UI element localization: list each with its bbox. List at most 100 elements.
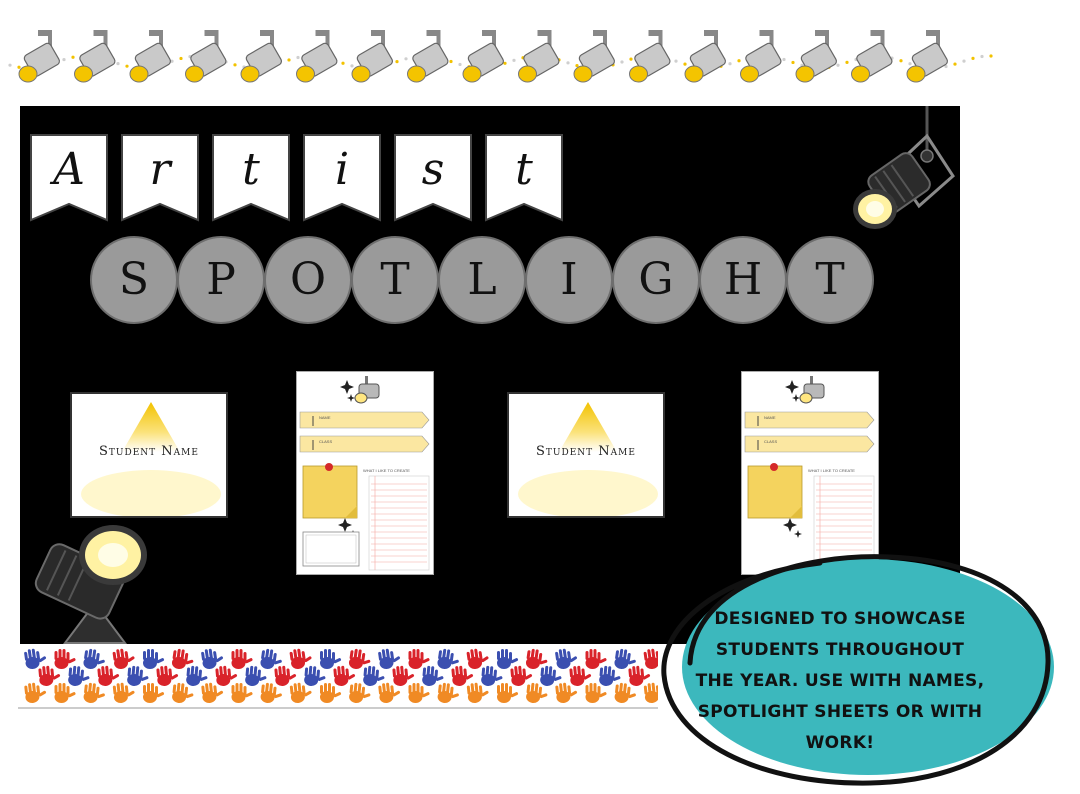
handprint-icon bbox=[260, 648, 282, 669]
handprint-icon bbox=[525, 648, 548, 669]
spotlight-beam-icon bbox=[518, 402, 658, 516]
sheet-field-name: NAME bbox=[319, 415, 331, 420]
handprint-icon bbox=[54, 649, 76, 669]
stage-light-icon bbox=[629, 30, 671, 83]
pennant-letter: r bbox=[149, 144, 171, 195]
pushpin-icon bbox=[770, 463, 778, 471]
stage-light-icon bbox=[518, 30, 560, 83]
handprint-icon bbox=[599, 665, 621, 686]
handprint-icon bbox=[643, 682, 658, 703]
student-name-label: Student Name bbox=[536, 444, 636, 459]
sheet-field-name: NAME bbox=[764, 415, 776, 420]
handprint-icon bbox=[540, 665, 562, 686]
spotlight-circle: P bbox=[177, 236, 265, 324]
spotlight-circle: T bbox=[786, 236, 874, 324]
handprint-icon bbox=[333, 665, 356, 686]
handprint-icon bbox=[363, 665, 385, 686]
handprint-icon bbox=[569, 665, 592, 686]
pennant: r bbox=[121, 134, 199, 222]
stage-lights-strip bbox=[8, 30, 993, 83]
handprint-icon bbox=[143, 683, 165, 703]
hanging-spotlight-icon bbox=[853, 106, 955, 229]
handprint-icon bbox=[201, 648, 223, 669]
handprint-icon bbox=[555, 682, 578, 703]
handprint-icon bbox=[408, 683, 430, 703]
stage-light-icon bbox=[18, 30, 60, 83]
handprint-icon bbox=[127, 665, 149, 686]
stage-light-icon bbox=[851, 30, 893, 83]
handprint-icon bbox=[24, 682, 47, 703]
handprint-icon bbox=[408, 649, 430, 669]
handprint-icon bbox=[112, 682, 135, 703]
stage-light-icon bbox=[799, 376, 825, 404]
stage-light-icon bbox=[462, 30, 504, 83]
spotlight-circle: I bbox=[525, 236, 613, 324]
pennant-letter: i bbox=[334, 144, 350, 195]
stage-light-icon bbox=[684, 30, 726, 83]
handprint-icon bbox=[555, 648, 577, 669]
handprint-icon bbox=[83, 648, 105, 669]
handprint-icon bbox=[24, 648, 46, 669]
stage-light-icon bbox=[573, 30, 615, 83]
border-divider bbox=[18, 707, 658, 709]
handprint-icon bbox=[171, 648, 194, 669]
pennant-letter: t bbox=[515, 144, 533, 195]
handprint-icon bbox=[83, 682, 105, 703]
spotlight-beam-icon bbox=[81, 402, 221, 516]
handprint-icon bbox=[437, 648, 459, 669]
callout-bubble bbox=[661, 554, 1054, 786]
handprint-icon bbox=[320, 683, 342, 703]
circle-letter: I bbox=[560, 254, 578, 305]
stage-light-icon bbox=[354, 376, 380, 404]
spotlight-sheet: NAME CLASS WHAT I LIKE TO CREATE bbox=[296, 371, 434, 575]
handprint-icon bbox=[437, 682, 459, 703]
handprint-border bbox=[24, 648, 658, 703]
handprint-icon bbox=[97, 665, 120, 686]
stage-light-icon bbox=[296, 30, 338, 83]
handprint-icon bbox=[231, 649, 253, 669]
circle-letter: T bbox=[815, 254, 845, 305]
stage-light-icon bbox=[240, 30, 282, 83]
stage-light-icon bbox=[185, 30, 227, 83]
callout-text: Designed to showcase students throughout… bbox=[695, 609, 985, 753]
handprint-icon bbox=[466, 682, 489, 703]
spotlight-circle: G bbox=[612, 236, 700, 324]
student-name-card: Student Name bbox=[70, 392, 228, 518]
handprint-icon bbox=[378, 682, 401, 703]
handprint-icon bbox=[289, 648, 312, 669]
handprint-icon bbox=[481, 665, 503, 686]
spotlight-circle: T bbox=[351, 236, 439, 324]
handprint-icon bbox=[497, 683, 519, 703]
handprint-icon bbox=[510, 665, 533, 686]
pennant: A bbox=[30, 134, 108, 222]
pennant-letter: t bbox=[242, 144, 260, 195]
handprint-icon bbox=[349, 682, 371, 703]
handprint-icon bbox=[201, 682, 224, 703]
handprint-icon bbox=[68, 665, 90, 686]
handprint-icon bbox=[260, 682, 282, 703]
spotlight-circle: S bbox=[90, 236, 178, 324]
handprint-icon bbox=[274, 665, 297, 686]
handprint-icon bbox=[215, 665, 238, 686]
pennant: t bbox=[212, 134, 290, 222]
handprint-icon bbox=[38, 665, 61, 686]
circle-letter: H bbox=[723, 254, 763, 305]
stage-light-icon bbox=[351, 30, 393, 83]
handprint-icon bbox=[348, 648, 371, 669]
handprint-icon bbox=[54, 683, 76, 703]
sheet-field-class: CLASS bbox=[319, 439, 333, 444]
stage-light-icon bbox=[906, 30, 948, 83]
circle-letter: G bbox=[638, 254, 674, 305]
spotlight-circle: H bbox=[699, 236, 787, 324]
sparkle-icon bbox=[785, 380, 800, 402]
circle-letter: P bbox=[206, 254, 236, 305]
handprint-icon bbox=[466, 648, 489, 669]
stage-light-icon bbox=[74, 30, 116, 83]
circle-letter: O bbox=[289, 254, 327, 305]
sheet-field-class: CLASS bbox=[764, 439, 778, 444]
handprint-icon bbox=[585, 649, 607, 669]
student-name-card: Student Name bbox=[507, 392, 665, 518]
sheet-prompt: WHAT I LIKE TO CREATE bbox=[808, 468, 855, 473]
handprint-icon bbox=[614, 648, 636, 669]
handprint-icon bbox=[143, 649, 165, 669]
